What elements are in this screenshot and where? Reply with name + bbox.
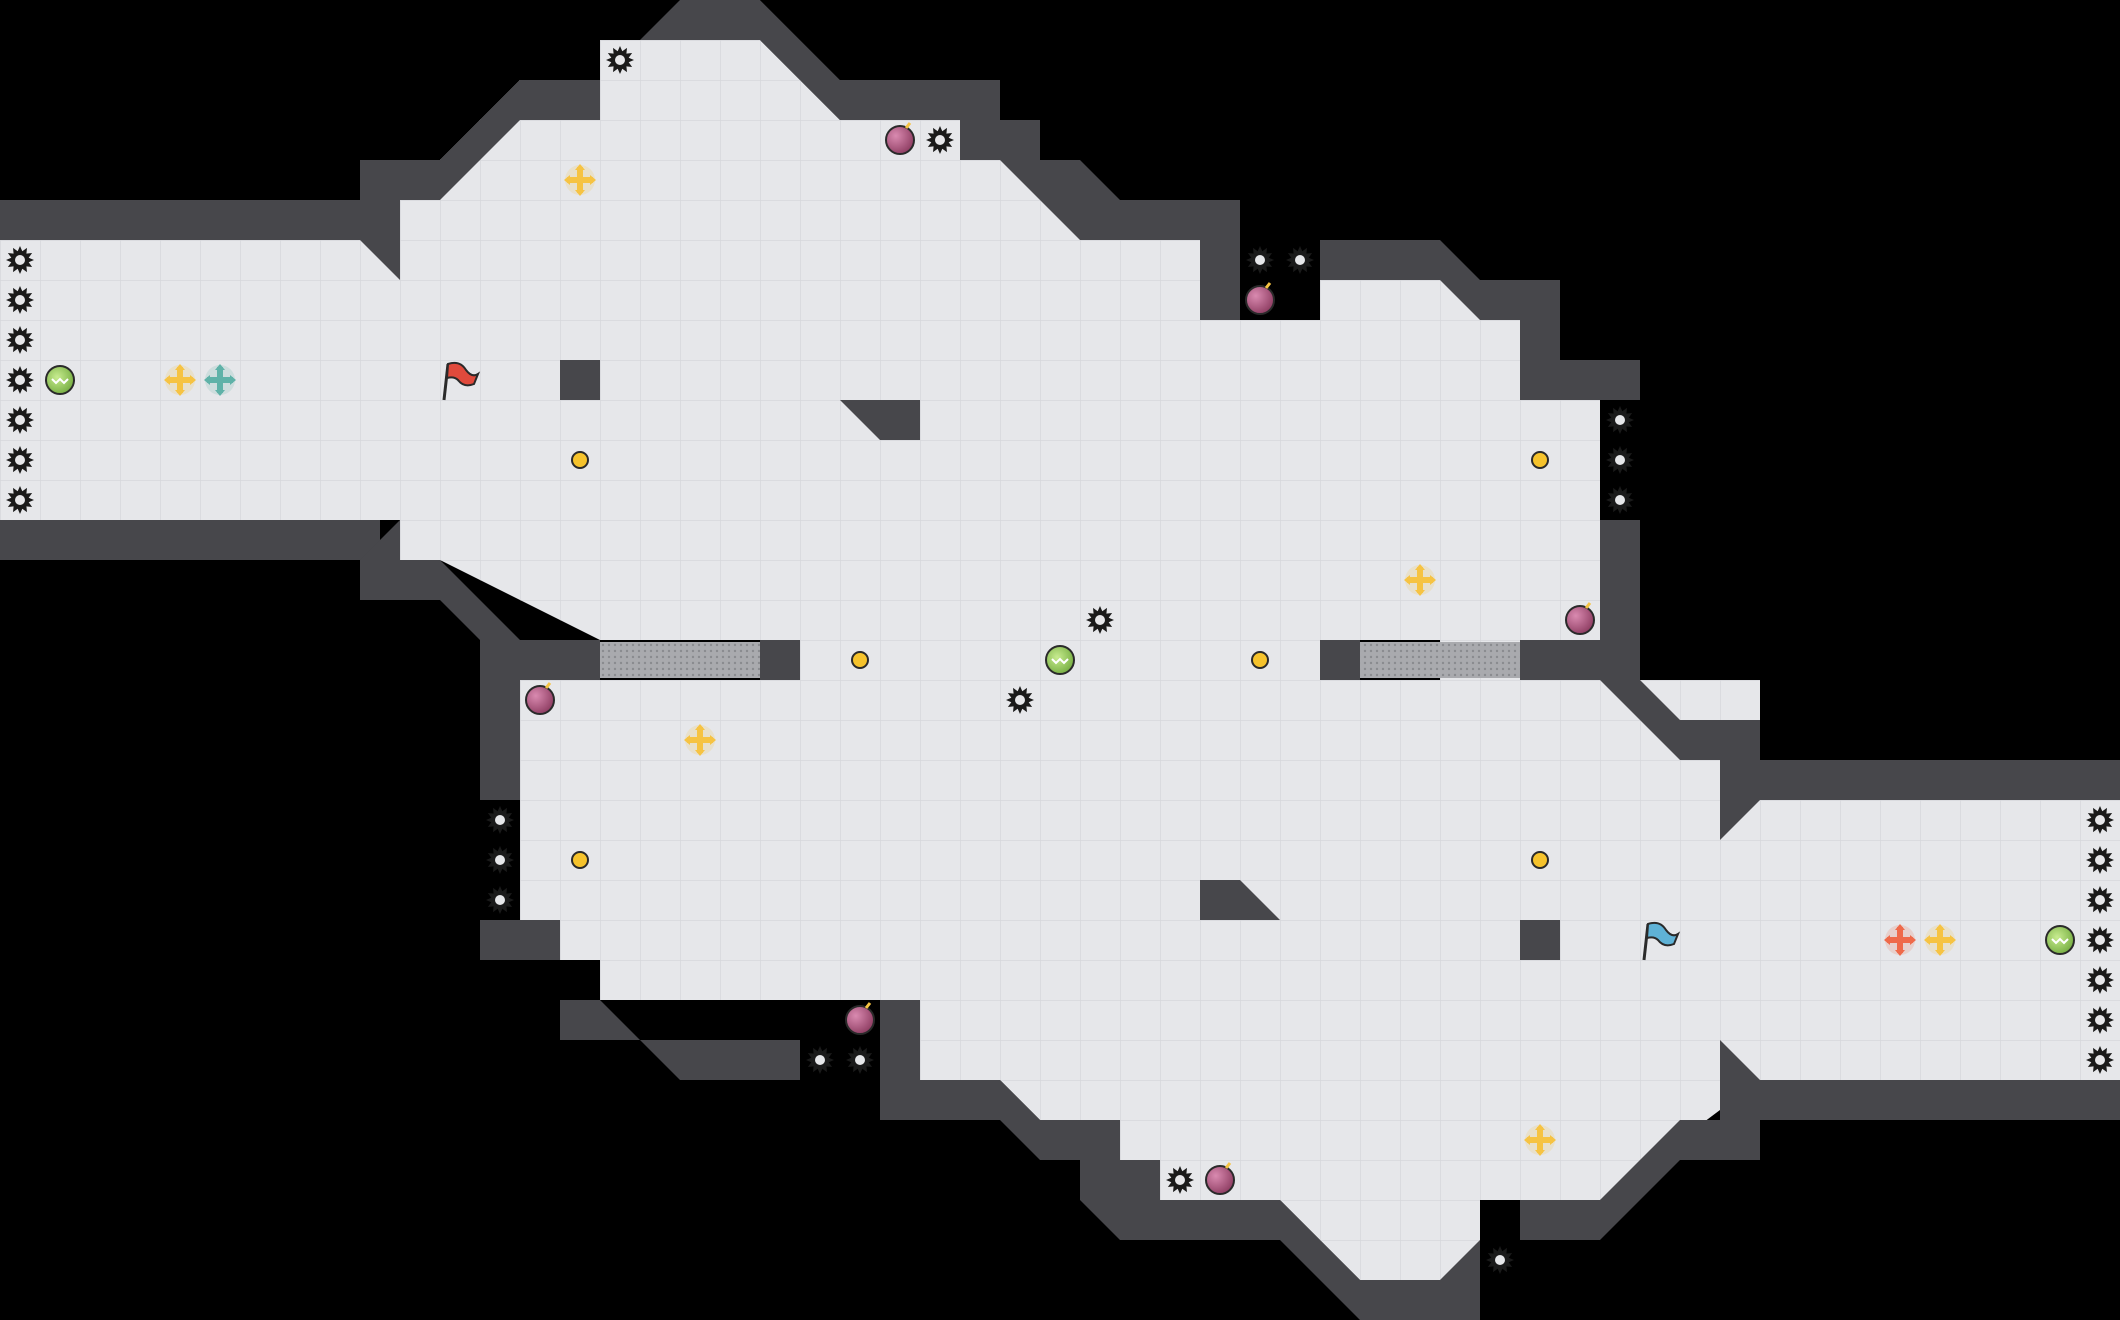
powerup-icon [45,365,75,395]
bomb-icon [1245,282,1275,315]
spike-icon [6,286,34,314]
boost-icon [1524,1124,1556,1156]
button-icon [1531,851,1549,869]
button-icon [1251,651,1269,669]
boost-icon [164,364,196,396]
button-icon [571,851,589,869]
spike-icon [1086,606,1114,634]
gates [600,642,1520,678]
gate-icon [600,642,760,678]
button-icon [1531,451,1549,469]
spike-icon [1486,1246,1514,1274]
red-flag-icon [442,361,481,401]
spike-icon [2086,806,2114,834]
spike-icon [6,366,34,394]
spike-icon [6,486,34,514]
spike-icon [2086,966,2114,994]
spike-icon [6,326,34,354]
spike-icon [846,1046,874,1074]
entities-layer [6,46,2114,1274]
blue-flag-icon [1642,921,1681,961]
spike-icon [1166,1166,1194,1194]
spike-icon [1606,406,1634,434]
spike-icon [2086,1046,2114,1074]
spike-icon [1006,686,1034,714]
spike-icon [2086,846,2114,874]
bomb-icon [525,682,555,715]
button-icon [571,451,589,469]
spike-icon [1606,486,1634,514]
bomb-icon [885,122,915,155]
boost-icon [1884,924,1916,956]
bomb-icon [845,1002,875,1035]
bomb-icon [1205,1162,1235,1195]
spike-icon [2086,1006,2114,1034]
spike-icon [6,246,34,274]
boost-icon [564,164,596,196]
button-icon [851,651,869,669]
boost-icon [1404,564,1436,596]
spike-icon [2086,886,2114,914]
spike-icon [806,1046,834,1074]
spike-icon [1286,246,1314,274]
powerup-icon [1045,645,1075,675]
bomb-icon [1565,602,1595,635]
spike-icon [2086,926,2114,954]
void [600,0,840,80]
spike-icon [606,46,634,74]
boost-icon [204,364,236,396]
spike-icon [486,846,514,874]
boost-icon [684,724,716,756]
spike-icon [1606,446,1634,474]
spike-icon [486,886,514,914]
powerup-icon [2045,925,2075,955]
spike-icon [1246,246,1274,274]
gate-icon [1360,642,1520,678]
spike-icon [926,126,954,154]
spike-icon [6,446,34,474]
spike-icon [486,806,514,834]
spike-icon [6,406,34,434]
boost-icon [1924,924,1956,956]
